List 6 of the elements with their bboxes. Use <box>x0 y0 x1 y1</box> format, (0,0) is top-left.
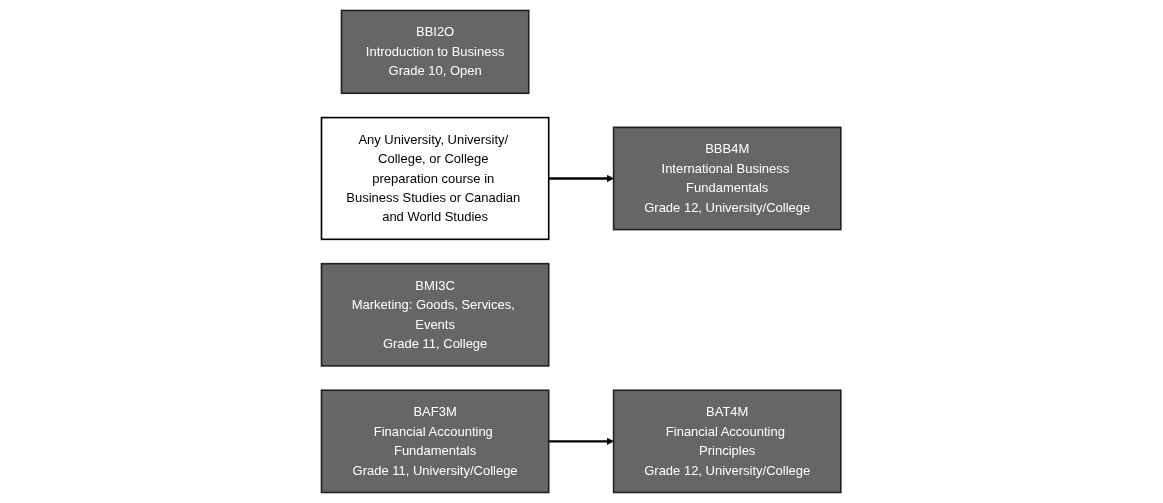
node-box: Any University, University/ College, or College preparation course in Business Studies or Canadian and World Studies <box>321 116 550 241</box>
node-box: BMI3C Marketing: Goods, Services, Events Grade 11, College <box>321 262 550 367</box>
node-box: BAF3M Financial Accounting Fundamentals Grade 11, University/College <box>321 389 550 494</box>
node-box: BBI2O Introduction to Business Grade 10, Open <box>341 9 530 95</box>
node-box: BAT4M Financial Accounting Principles Grade 12, University/College <box>613 389 842 494</box>
node-box: BBB4M International Business Fundamentals Grade 12, University/College <box>613 126 842 231</box>
